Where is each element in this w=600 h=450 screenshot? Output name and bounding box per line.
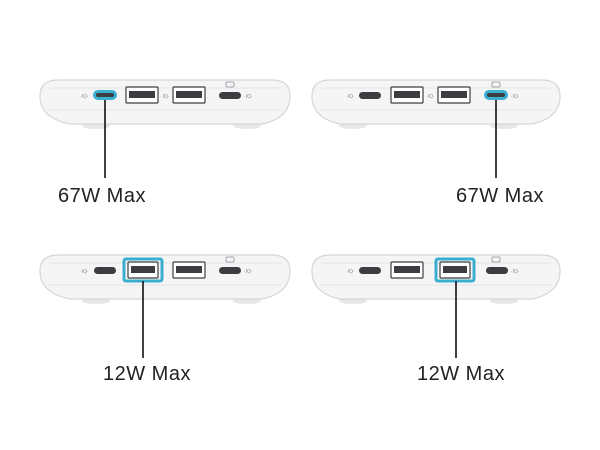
led-indicator-icon [491,256,501,263]
usb-c-port-2 [219,267,241,274]
usb-c-mark-1: ·IQ· [346,94,355,100]
usb-a-port-2 [176,91,202,98]
usb-c-port-1 [96,93,114,97]
panel-bottom-right: ·IQ· ·IQ· 12W Max [300,225,600,450]
charger-illustration: ·IQ· ·IQ· ·IQ· [39,79,291,178]
usb-c-mark-1: ·IQ· [346,269,355,275]
usb-c-mark-2: ·IQ· [244,269,253,275]
led-indicator-icon [491,81,501,88]
led-indicator-icon [225,256,235,263]
power-label: 67W Max [58,185,146,207]
usb-a-port-1 [129,91,155,98]
power-label: 67W Max [456,185,544,207]
usb-a-mark-2: ·IQ· [161,94,170,100]
power-label: 12W Max [103,363,191,385]
charger-illustration: ·IQ· ·IQ· [311,254,561,358]
charger-illustration: ·IQ· ·IQ· ·IQ· [311,79,561,178]
usb-a-port-2-highlight [434,257,476,283]
usb-c-port-2 [487,93,505,97]
usb-c-mark-1: ·IQ· [80,269,89,275]
power-label: 12W Max [417,363,505,385]
usb-a-port-2 [176,266,202,273]
usb-c-mark-2: ·IQ· [511,269,520,275]
usb-a-port-1 [394,266,420,273]
usb-c-mark-2: ·IQ· [511,94,520,100]
usb-c-port-2 [219,92,241,99]
usb-c-port-2 [486,267,508,274]
usb-c-port-1 [359,267,381,274]
usb-a-mark-2: ·IQ· [426,94,435,100]
usb-c-mark-2: ·IQ· [244,94,253,100]
panel-top-right: ·IQ· ·IQ· ·IQ· 67W Max [300,0,600,225]
usb-c-mark-1: ·IQ· [80,94,89,100]
usb-a-port-1 [131,266,155,273]
usb-a-port-1 [394,91,420,98]
led-indicator-icon [225,81,235,88]
usb-a-port-2 [441,91,467,98]
panel-top-left: ·IQ· ·IQ· ·IQ· 67W Max [0,0,300,225]
usb-c-port-1 [94,267,116,274]
charger-illustration: ·IQ· ·IQ· [39,254,291,358]
usb-c-port-1 [359,92,381,99]
usb-a-port-2 [443,266,467,273]
panel-bottom-left: ·IQ· ·IQ· 12W Max [0,225,300,450]
